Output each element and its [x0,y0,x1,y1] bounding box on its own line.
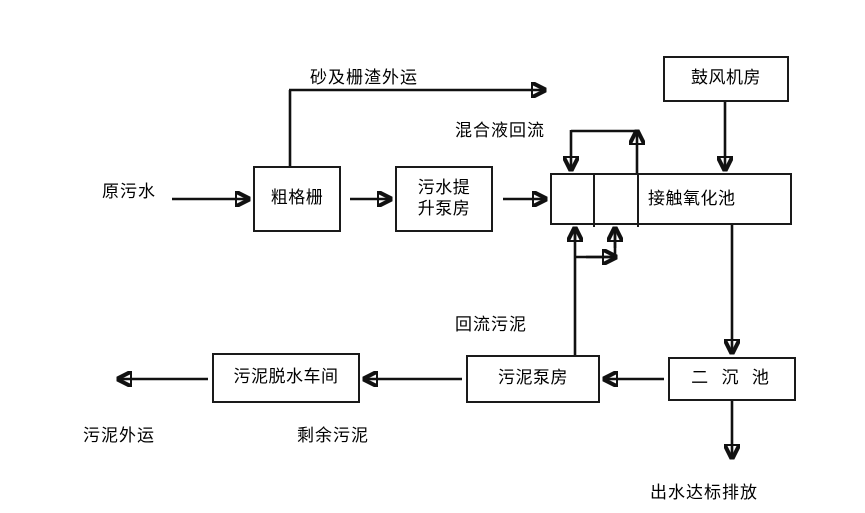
node-blower-room-label: 鼓风机房 [691,68,761,89]
label-sludge-haul: 污泥外运 [83,426,155,446]
node-oxidation-tank[interactable]: 接触氧化池 [550,173,792,227]
node-dewatering-label: 污泥脱水车间 [233,367,339,388]
tank-divider-2 [637,175,639,227]
label-return-sludge: 回流污泥 [455,315,527,335]
node-lift-pump-label: 污水提 升泵房 [417,177,471,219]
node-oxidation-tank-label: 接触氧化池 [648,189,736,209]
label-raw-sewage: 原污水 [102,182,156,202]
node-dewatering[interactable]: 污泥脱水车间 [212,353,360,403]
label-effluent-discharge: 出水达标排放 [650,483,758,503]
label-excess-sludge: 剩余污泥 [297,426,369,446]
node-lift-pump[interactable]: 污水提 升泵房 [395,166,493,232]
node-secondary-tank-label: 二 沉 池 [691,368,773,389]
node-blower-room[interactable]: 鼓风机房 [663,56,789,102]
node-sludge-pump[interactable]: 污泥泵房 [466,355,600,403]
label-mixed-liquor-return: 混合液回流 [455,121,545,141]
node-coarse-screen[interactable]: 粗格栅 [253,166,341,232]
node-sludge-pump-label: 污泥泵房 [498,368,568,389]
label-grit-haul: 砂及栅渣外运 [310,68,418,88]
tank-divider-1 [593,175,595,227]
node-coarse-screen-label: 粗格栅 [270,188,324,209]
node-secondary-tank[interactable]: 二 沉 池 [668,357,796,401]
